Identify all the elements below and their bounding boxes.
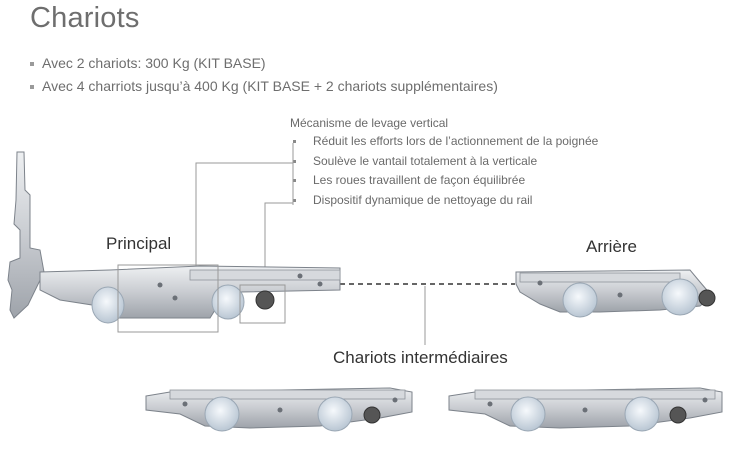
bullet-icon	[293, 179, 296, 183]
principal-carriage	[7, 151, 341, 333]
bullet-icon	[293, 140, 296, 144]
bullet-icon	[30, 61, 34, 66]
mechanism-text: Soulève le vantail totalement à la verti…	[313, 153, 538, 168]
callout-leaders	[195, 143, 294, 285]
page-title: Chariots	[30, 2, 140, 34]
capacity-text: Avec 4 charriots jusqu’à 400 Kg (KIT BAS…	[42, 78, 498, 94]
mechanism-text: Les roues travaillent de façon équilibré…	[313, 173, 526, 187]
mechanism-text: Réduit les efforts lors de l’actionnemen…	[313, 134, 599, 148]
label-arriere: Arrière	[586, 237, 638, 256]
mechanism-list: Réduit les efforts lors de l’actionnemen…	[290, 132, 598, 210]
capacity-text: Avec 2 chariots: 300 Kg (KIT BASE)	[42, 55, 266, 71]
mechanism-item: Dispositif dynamique de nettoyage du rai…	[290, 191, 598, 211]
mechanism-text: Dispositif dynamique de nettoyage du rai…	[313, 192, 533, 207]
rear-carriage	[515, 269, 716, 318]
intermediate-carriage-2	[448, 387, 723, 432]
mechanism-title: Mécanisme de levage vertical	[290, 116, 449, 130]
mechanism-item: Soulève le vantail totalement à la verti…	[290, 152, 598, 172]
label-principal: Principal	[106, 234, 172, 253]
mechanism-item: Réduit les efforts lors de l’actionnemen…	[290, 132, 598, 152]
bullet-icon	[293, 198, 296, 202]
bullet-icon	[293, 159, 296, 163]
bullet-icon	[30, 84, 34, 89]
capacity-list: Avec 2 chariots: 300 Kg (KIT BASE) Avec …	[30, 52, 498, 98]
capacity-item: Avec 4 charriots jusqu’à 400 Kg (KIT BAS…	[30, 75, 498, 98]
label-intermediaires: Chariots intermédiaires	[333, 348, 508, 367]
mechanism-callout: Mécanisme de levage vertical Réduit les …	[290, 116, 598, 210]
capacity-item: Avec 2 chariots: 300 Kg (KIT BASE)	[30, 52, 498, 75]
intermediate-carriage-1	[145, 387, 413, 432]
mechanism-item: Les roues travaillent de façon équilibré…	[290, 171, 598, 191]
